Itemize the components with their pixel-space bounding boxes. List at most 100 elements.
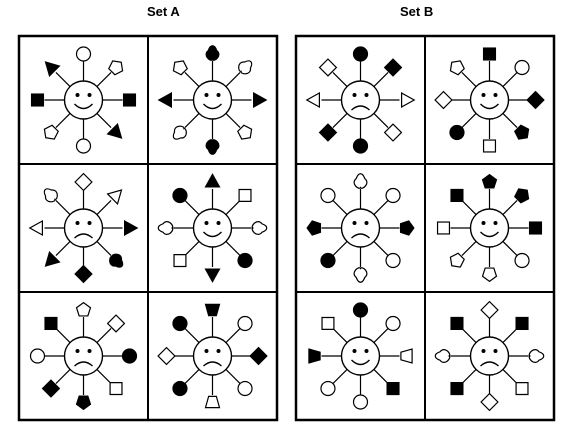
spoke-line: [184, 199, 200, 215]
square-icon: [318, 123, 338, 142]
heart-icon: [172, 125, 187, 140]
circle-icon: [352, 302, 369, 318]
heart-icon: [238, 60, 253, 75]
smile-mouth: [480, 103, 499, 110]
face-outline: [192, 80, 233, 120]
figure: [434, 300, 545, 412]
circle-icon: [172, 315, 188, 332]
square-icon: [318, 58, 338, 77]
spoke-line: [96, 113, 112, 129]
smile-mouth: [351, 359, 370, 366]
heart-icon: [251, 221, 268, 235]
diamond-icon: [434, 90, 453, 110]
circle-icon: [172, 187, 188, 204]
eye: [352, 349, 357, 353]
pentagon-icon: [481, 267, 498, 283]
eye: [481, 221, 486, 225]
face-outline: [63, 80, 104, 120]
eye: [216, 93, 221, 97]
eye: [75, 349, 80, 353]
pentagon-icon: [481, 173, 498, 189]
figure: [157, 45, 268, 155]
circle-icon: [172, 380, 188, 397]
pentagon-icon: [449, 252, 465, 268]
figure: [30, 46, 137, 154]
spoke-line: [332, 327, 348, 343]
arrow-icon: [305, 91, 321, 109]
circle-icon: [320, 380, 336, 397]
eye: [364, 221, 369, 225]
spoke-line: [96, 369, 112, 385]
square-icon: [122, 93, 137, 107]
spoke-line: [225, 199, 241, 215]
arrow-icon: [44, 250, 61, 267]
arrow-icon: [400, 91, 416, 109]
diamond-icon: [238, 188, 252, 203]
spoke-line: [96, 241, 112, 257]
figure: [157, 303, 268, 409]
spoke-line: [96, 199, 112, 215]
heart-icon: [205, 139, 220, 155]
spoke-line: [461, 369, 477, 385]
square-icon: [482, 139, 497, 153]
smile-mouth: [203, 103, 222, 110]
face-outline: [469, 336, 510, 376]
arrow-icon: [252, 91, 268, 109]
spoke-line: [55, 327, 71, 343]
arrow-icon: [204, 268, 221, 283]
face-outline: [63, 336, 104, 376]
circle-icon: [385, 187, 401, 204]
arrow-icon: [106, 189, 123, 206]
circle-icon: [237, 315, 253, 332]
square-icon: [383, 123, 403, 142]
diamond-icon: [74, 264, 93, 284]
square-icon: [41, 379, 61, 398]
figure: [305, 46, 416, 154]
eye: [493, 349, 498, 353]
spoke-line: [184, 71, 200, 87]
pentagon-icon: [237, 124, 253, 140]
sad-mouth: [351, 105, 370, 111]
arrow-icon: [123, 219, 139, 237]
spoke-line: [461, 71, 477, 87]
spoke-line: [55, 71, 71, 87]
circle-icon: [121, 348, 138, 364]
spoke-line: [184, 369, 200, 385]
spoke-line: [332, 369, 348, 385]
diamond-icon: [450, 316, 464, 331]
spoke-line: [502, 71, 518, 87]
spoke-line: [55, 369, 71, 385]
spoke-line: [373, 327, 389, 343]
trapezoid-icon: [400, 348, 413, 364]
sad-mouth: [203, 361, 222, 367]
spoke-line: [225, 71, 241, 87]
diamond-icon: [157, 346, 176, 366]
spoke-line: [461, 241, 477, 257]
spoke-line: [184, 113, 200, 129]
figure: [157, 173, 268, 283]
figure: [436, 173, 543, 283]
face-outline: [192, 208, 233, 248]
pentagon-icon: [75, 395, 92, 411]
eye: [481, 93, 486, 97]
eye: [87, 221, 92, 225]
pentagon-icon: [399, 220, 415, 236]
spoke-line: [55, 113, 71, 129]
circle-icon: [449, 124, 465, 141]
eye: [204, 221, 209, 225]
heart-icon: [109, 253, 124, 268]
pentagon-icon: [75, 301, 92, 317]
arrow-icon: [106, 122, 123, 139]
sad-mouth: [480, 361, 499, 367]
sad-mouth: [74, 233, 93, 239]
circle-icon: [352, 138, 369, 154]
spoke-line: [373, 369, 389, 385]
figure: [28, 172, 139, 284]
spoke-line: [502, 327, 518, 343]
spoke-line: [332, 113, 348, 129]
eye: [75, 221, 80, 225]
diamond-icon: [173, 253, 187, 268]
pentagon-icon: [172, 60, 188, 76]
circle-icon: [237, 380, 253, 397]
diamond-icon: [450, 188, 464, 203]
